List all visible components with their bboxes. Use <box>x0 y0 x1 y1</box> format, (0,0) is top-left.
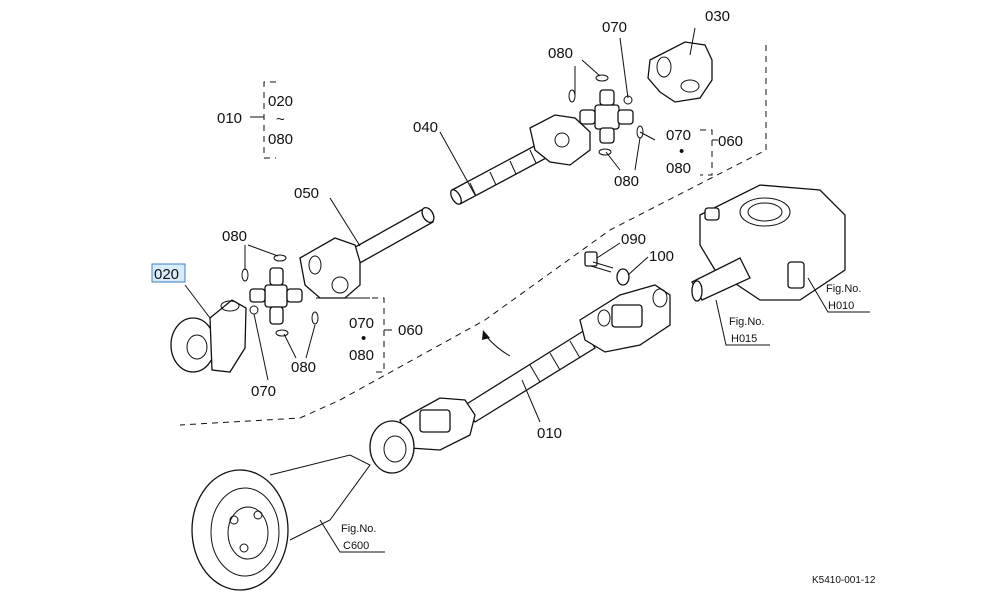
callout-010-group[interactable]: 010 <box>217 110 242 127</box>
cross-spider-top <box>579 89 634 144</box>
callout-100[interactable]: 100 <box>649 248 674 265</box>
callout-080-right[interactable]: 080 <box>666 160 691 177</box>
callout-080-left[interactable]: 080 <box>222 228 247 245</box>
svg-text:H015: H015 <box>731 333 757 345</box>
leader-lines <box>184 27 870 553</box>
svg-text:C600: C600 <box>343 540 369 552</box>
callout-080-left-low[interactable]: 080 <box>349 347 374 364</box>
upper-shaft-040 <box>450 142 549 205</box>
callout-080-group[interactable]: 080 <box>268 131 293 148</box>
yoke-020 <box>170 299 247 373</box>
cross-spider-left <box>249 267 303 325</box>
figref-h015[interactable]: Fig.No. H015 <box>729 316 764 345</box>
bolt-090 <box>584 251 614 273</box>
svg-text:H010: H010 <box>828 300 854 312</box>
figref-c600[interactable]: Fig.No. C600 <box>341 523 376 552</box>
callouts: 010 020 ~ 080 040 030 070 080 070 • 080 … <box>151 8 743 442</box>
callout-070-top[interactable]: 070 <box>602 19 627 36</box>
callout-030[interactable]: 030 <box>705 8 730 25</box>
yoke-050 <box>299 237 361 299</box>
yoke-lower-right <box>579 284 671 353</box>
callout-090[interactable]: 090 <box>621 231 646 248</box>
callout-070-right[interactable]: 070 <box>666 127 691 144</box>
upper-shaft-050 <box>349 206 435 265</box>
output-shaft-h015 <box>691 257 751 302</box>
figref-h010[interactable]: Fig.No. H010 <box>826 283 861 312</box>
callout-050[interactable]: 050 <box>294 185 319 202</box>
svg-text:020: 020 <box>154 266 179 283</box>
pto-shaft-010 <box>464 329 596 423</box>
yoke-030 <box>647 41 713 103</box>
range-tilde: ~ <box>276 111 285 128</box>
section-divider <box>179 45 767 426</box>
separator-dot-top: • <box>679 143 684 160</box>
separator-dot-left: • <box>361 330 366 347</box>
drawing-code: K5410-001-12 <box>812 575 876 586</box>
callout-060-top[interactable]: 060 <box>718 133 743 150</box>
rotation-arrow-icon <box>482 330 511 357</box>
callout-040[interactable]: 040 <box>413 119 438 136</box>
callout-020-selected[interactable]: 020 <box>151 263 186 283</box>
callout-080-right-low[interactable]: 080 <box>614 173 639 190</box>
callout-070-left[interactable]: 070 <box>349 315 374 332</box>
flange-lower <box>369 420 415 474</box>
pulley-c600 <box>191 454 371 591</box>
yoke-040 <box>529 114 591 166</box>
group-bracket-010 <box>250 81 276 159</box>
callout-060-left[interactable]: 060 <box>398 322 423 339</box>
yoke-lower-left <box>399 397 476 451</box>
washer-100 <box>616 268 630 286</box>
svg-text:Fig.No.: Fig.No. <box>341 523 376 535</box>
callout-080-left-bottom[interactable]: 080 <box>291 359 316 376</box>
svg-text:Fig.No.: Fig.No. <box>729 316 764 328</box>
callout-020-group[interactable]: 020 <box>268 93 293 110</box>
svg-text:Fig.No.: Fig.No. <box>826 283 861 295</box>
callout-010-main[interactable]: 010 <box>537 425 562 442</box>
callout-080-top[interactable]: 080 <box>548 45 573 62</box>
callout-070-bottom[interactable]: 070 <box>251 383 276 400</box>
